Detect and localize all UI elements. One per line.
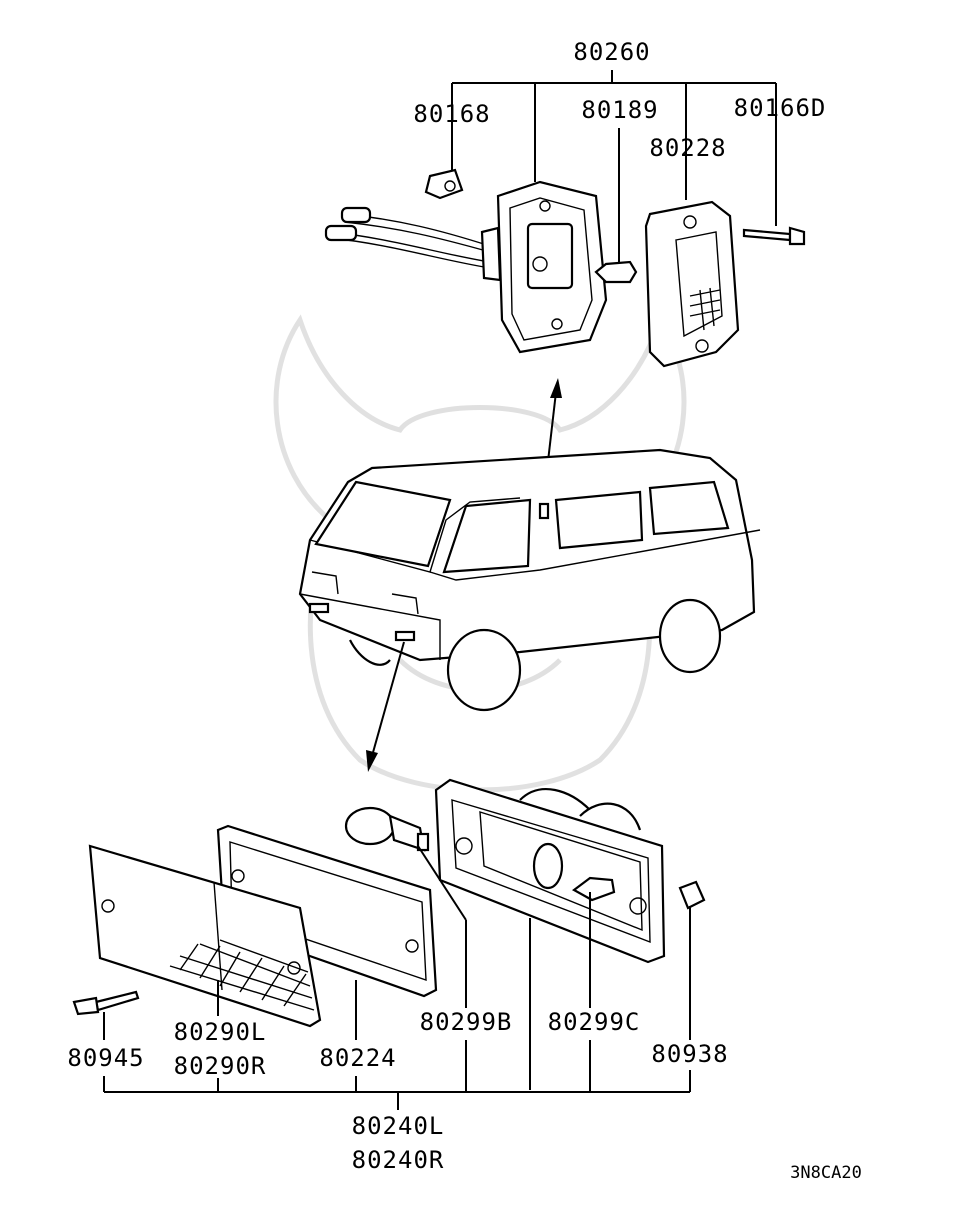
lower-assembly-bracket (103, 1040, 691, 1110)
label-80168: 80168 (413, 100, 490, 128)
bulb-80189 (594, 260, 638, 284)
lower-leader-lines (103, 845, 691, 1090)
lens-80290 (88, 844, 322, 1028)
label-80189: 80189 (581, 96, 658, 124)
label-80224: 80224 (319, 1044, 396, 1072)
upper-assembly-bracket (451, 70, 777, 262)
bulb-80299B (344, 806, 430, 852)
label-80290L: 80290L (174, 1018, 267, 1046)
label-80299B: 80299B (420, 1008, 513, 1036)
label-80945: 80945 (67, 1044, 144, 1072)
clip-80168 (424, 168, 464, 200)
label-80228: 80228 (649, 134, 726, 162)
lamp-housing-80260 (480, 180, 608, 354)
label-80240L: 80240L (352, 1112, 445, 1140)
label-80299C: 80299C (548, 1008, 641, 1036)
screw-80945 (72, 990, 140, 1016)
label-80938: 80938 (651, 1040, 728, 1068)
label-80240R: 80240R (352, 1146, 445, 1174)
label-80166D: 80166D (734, 94, 827, 122)
screw-80166D (742, 226, 806, 246)
label-80260: 80260 (573, 38, 650, 66)
lamp-housing-80240 (434, 778, 666, 964)
label-80290R: 80290R (174, 1052, 267, 1080)
arrow-to-lower (366, 641, 405, 772)
lens-80228 (644, 200, 740, 368)
clip-80938 (678, 880, 706, 910)
harness-wires (324, 206, 491, 269)
van-illustration (298, 448, 761, 712)
diagram-code: 3N8CA20 (790, 1163, 862, 1183)
